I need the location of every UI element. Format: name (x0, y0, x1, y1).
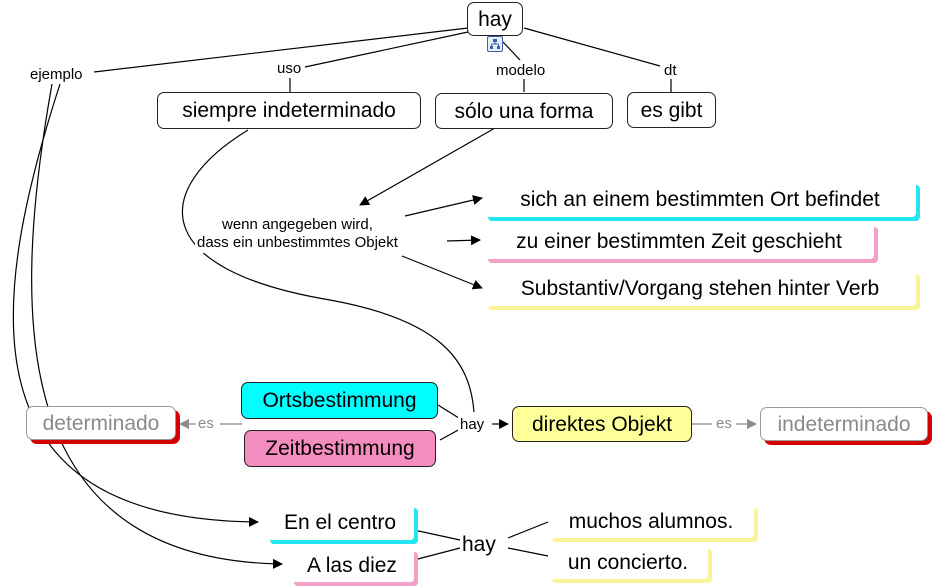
node-un-concierto[interactable]: un concierto. (548, 545, 708, 579)
sitemap-icon-glyph (490, 39, 500, 49)
node-alumnos-text: muchos alumnos. (568, 509, 734, 533)
node-muchos-alumnos[interactable]: muchos alumnos. (548, 504, 754, 538)
edge-wenn-zeit (446, 235, 481, 246)
node-direktes-objekt[interactable]: direktes Objekt (512, 406, 692, 442)
node-determinado[interactable]: determinado (26, 406, 176, 440)
node-ort[interactable]: sich an einem bestimmten Ort befindet (484, 181, 916, 217)
edge-siempre-hay (182, 129, 475, 413)
edge-ejemplo-diez (31, 83, 283, 569)
node-solo-una-forma[interactable]: sólo una forma (435, 93, 613, 129)
edge-hay-modelo (502, 41, 521, 61)
node-es-gibt[interactable]: es gibt (627, 92, 716, 128)
node-solo-text: sólo una forma (454, 99, 594, 123)
label-uso: uso (275, 60, 304, 77)
node-subst[interactable]: Substantiv/Vorgang stehen hinter Verb (484, 270, 916, 306)
node-zeitbestimmung[interactable]: Zeitbestimmung (244, 430, 436, 467)
edge-diez-hay (413, 547, 461, 561)
label-es-left: es (196, 415, 216, 432)
edge-solo-wenn (359, 127, 496, 206)
node-diez-text: A las diez (307, 553, 397, 577)
label-es-right: es (714, 415, 734, 432)
label-wenn-angegeben: wenn angegeben wird, dass ein unbestimmt… (195, 215, 400, 253)
edge-centro-hay (413, 529, 461, 541)
label-hay-bottom: hay (460, 533, 498, 556)
node-hay-top[interactable]: hay (467, 2, 523, 36)
node-zeit[interactable]: zu einer bestimmten Zeit geschieht (484, 223, 874, 259)
node-subst-text: Substantiv/Vorgang stehen hinter Verb (520, 276, 880, 300)
node-zeit-text: zu einer bestimmten Zeit geschieht (516, 229, 842, 253)
label-dt: dt (662, 62, 679, 79)
node-centro-text: En el centro (283, 510, 397, 534)
sitemap-icon[interactable] (487, 36, 503, 52)
node-siempre-text: siempre indeterminado (182, 99, 396, 122)
edge-hay-ejemplo (93, 27, 469, 73)
node-hay-top-text: hay (478, 7, 512, 31)
edge-wenn-subst (401, 255, 483, 290)
node-siempre-indeterminado[interactable]: siempre indeterminado (157, 92, 421, 129)
node-zeitbest-text: Zeitbestimmung (265, 437, 415, 460)
node-direktes-text: direktes Objekt (531, 412, 673, 436)
node-ortsbestimmung[interactable]: Ortsbestimmung (241, 382, 438, 419)
label-wenn-line1: wenn angegeben wird, (221, 216, 373, 233)
node-determinado-text: determinado (42, 411, 160, 435)
edge-wenn-ort (404, 195, 483, 217)
node-a-las-diez[interactable]: A las diez (290, 548, 414, 582)
node-en-el-centro[interactable]: En el centro (266, 504, 414, 540)
edge-hay-dt (523, 27, 661, 67)
edge-hay-concierto (507, 547, 549, 557)
edge-ejemplo-centro (12, 83, 259, 527)
node-concierto-text: un concierto. (567, 550, 689, 574)
edge-hay-alumnos (507, 521, 549, 539)
node-ort-text: sich an einem bestimmten Ort befindet (520, 187, 880, 211)
node-ortsbest-text: Ortsbestimmung (262, 389, 417, 412)
label-modelo: modelo (494, 62, 548, 79)
label-wenn-line2: dass ein unbestimmtes Objekt (197, 234, 398, 251)
edge-hay-uso (304, 31, 469, 68)
node-indeterminado[interactable]: indeterminado (760, 407, 928, 441)
label-ejemplo: ejemplo (28, 66, 85, 83)
node-indeterminado-text: indeterminado (777, 412, 911, 436)
node-esgibt-text: es gibt (640, 98, 703, 122)
label-hay-mid: hay (458, 416, 487, 433)
